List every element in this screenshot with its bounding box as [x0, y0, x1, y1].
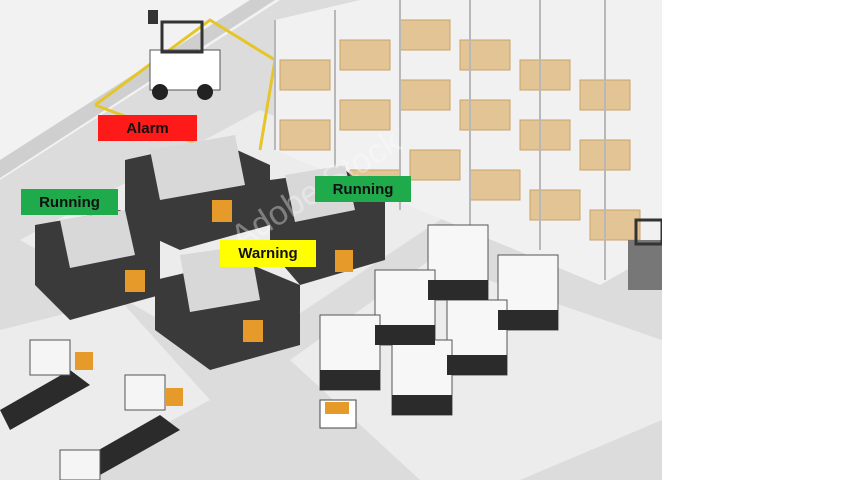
status-badge-warning: Warning — [220, 240, 316, 267]
inspection-cubicles — [319, 224, 559, 416]
cnc-machine-cells — [35, 135, 385, 370]
blank-margin — [662, 0, 853, 480]
status-badge-running-left: Running — [21, 189, 118, 215]
factory-scene-graphic: Adobe Stock — [0, 0, 662, 480]
status-badge-running-right: Running — [315, 176, 411, 202]
forklift-icon — [628, 218, 662, 290]
forklift-icon — [148, 10, 221, 100]
status-badge-alarm: Alarm — [98, 115, 197, 141]
factory-floor-illustration: Adobe Stock Alarm Running Running Warnin… — [0, 0, 662, 480]
agv-cart — [319, 399, 357, 429]
robot-arm-conveyors — [0, 339, 183, 480]
